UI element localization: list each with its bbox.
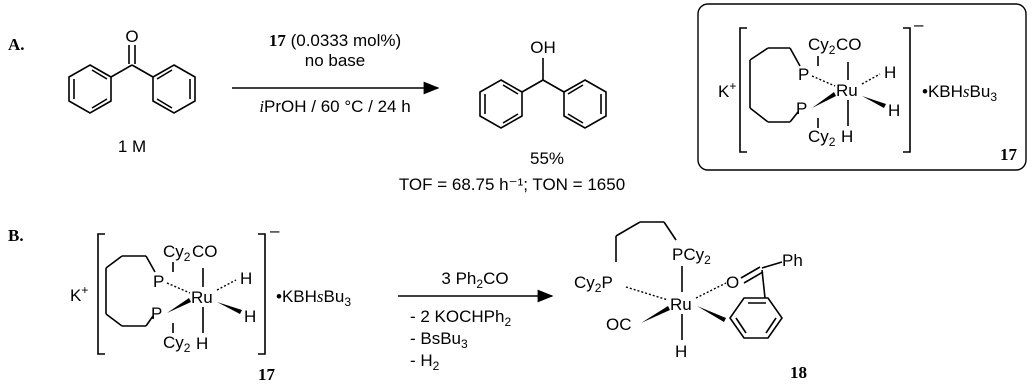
complex-17-structure-b: K+ – P P Cy2 Cy2 Ru CO H H H •KBHsBu3 17 xyxy=(70,221,351,384)
svg-text:OC: OC xyxy=(606,315,632,334)
product-18-label: 18 xyxy=(790,363,807,382)
svg-text:Cy2: Cy2 xyxy=(808,127,836,149)
svg-text:H: H xyxy=(675,342,687,361)
byproduct-h2: - H2 xyxy=(410,351,440,373)
svg-text:–: – xyxy=(270,221,280,240)
svg-text:CO: CO xyxy=(192,242,218,261)
base-condition: no base xyxy=(305,51,366,70)
svg-text:H: H xyxy=(196,334,208,353)
solvent-conditions: iPrOH / 60 °C / 24 h xyxy=(259,97,410,116)
catalyst-conditions: 17 (0.0333 mol%) xyxy=(269,31,401,50)
svg-text:Ru: Ru xyxy=(191,288,213,307)
svg-text:Cy2: Cy2 xyxy=(163,242,191,264)
pcy2-left: Cy2P xyxy=(574,273,613,295)
catalyst-17-structure: K+ – P P Cy2 Cy2 Ru CO H H H •KBHsBu3 17 xyxy=(718,15,1018,164)
byproduct-bsbu3: - BsBu3 xyxy=(410,329,468,351)
complex-17-label-b: 17 xyxy=(258,365,276,384)
svg-text:Ph: Ph xyxy=(782,251,803,270)
svg-text:P: P xyxy=(798,65,809,84)
svg-text:P: P xyxy=(151,304,162,323)
pcy2-top: PCy2 xyxy=(672,245,711,267)
reagent: 3 Ph2CO xyxy=(441,269,508,291)
svg-text:Cy2: Cy2 xyxy=(808,35,836,57)
svg-text:H: H xyxy=(240,269,252,288)
svg-text:H: H xyxy=(244,307,256,326)
potassium-cation: K+ xyxy=(718,79,736,101)
benzophenone-structure xyxy=(68,45,196,114)
product-18-structure: PCy2 Cy2P Ru O Ph OC H 18 xyxy=(574,221,807,382)
svg-text:Cy2: Cy2 xyxy=(163,333,191,355)
catalyst-label: 17 xyxy=(1000,145,1018,164)
svg-text:Ru: Ru xyxy=(670,295,692,314)
tof-ton-metrics: TOF = 68.75 h⁻¹; TON = 1650 xyxy=(399,175,625,194)
svg-text:O: O xyxy=(726,273,739,292)
product-yield: 55% xyxy=(530,149,564,168)
potassium-cation-b: K+ xyxy=(70,283,88,305)
catalyst-box xyxy=(697,3,1027,171)
svg-text:H: H xyxy=(884,63,896,82)
substrate-concentration: 1 M xyxy=(118,137,146,156)
svg-text:P: P xyxy=(153,272,164,291)
carbonyl-oxygen: O xyxy=(125,27,138,46)
kbh-adduct-b: •KBHsBu3 xyxy=(276,287,351,309)
svg-text:CO: CO xyxy=(836,35,862,54)
kbh-adduct: •KBHsBu3 xyxy=(922,82,997,104)
svg-text:Ru: Ru xyxy=(836,81,858,100)
panel-a-label: A. xyxy=(8,35,25,54)
svg-text:–: – xyxy=(914,15,924,34)
panel-b-label: B. xyxy=(8,226,24,245)
svg-text:P: P xyxy=(796,99,807,118)
byproduct-kochph2: - 2 KOCHPh2 xyxy=(410,307,511,329)
svg-text:H: H xyxy=(888,101,900,120)
hydroxyl-group: OH xyxy=(530,38,556,57)
benzhydrol-structure xyxy=(479,58,607,129)
svg-text:H: H xyxy=(841,127,853,146)
